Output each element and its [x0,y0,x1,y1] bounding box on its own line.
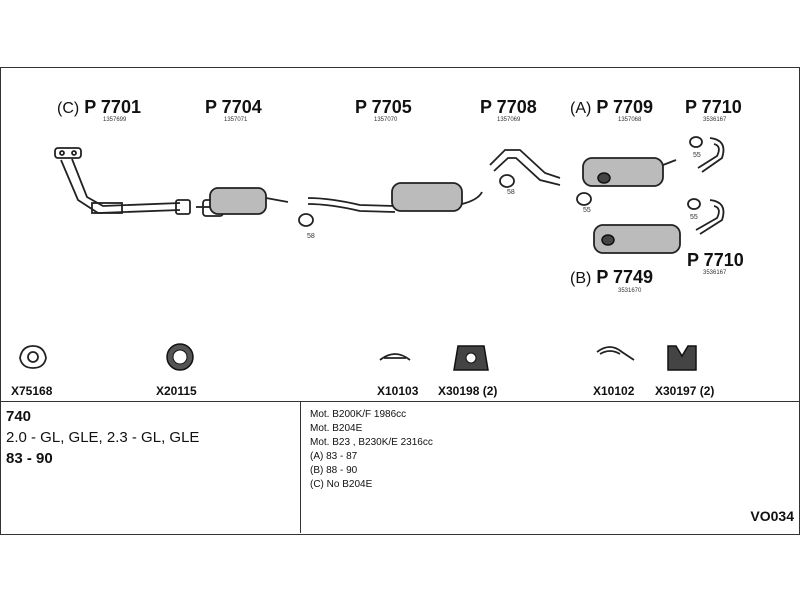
accessory-code: X30197 (2) [655,384,715,398]
accessory-code: X10102 [593,384,635,398]
accessory-code: X10103 [377,384,419,398]
part-ref-p7710-bottom: 3536167 [703,270,727,276]
part-label-p7749: (B) P 7749 [570,267,654,287]
tail-pipe-drawing [489,149,561,188]
sealing-ring-icon [166,343,194,371]
rear-muffler-a-drawing [576,157,677,206]
accessory-code: X75168 [11,384,53,398]
note-line: (B) 88 - 90 [310,465,358,476]
middle-muffler-drawing [298,182,483,227]
note-line: Mot. B23 , B230K/E 2316cc [310,437,433,448]
note-line: Mot. B204E [310,423,363,434]
rear-muffler-b-drawing [593,224,681,254]
clamp-label: 55 [583,207,591,214]
part-ref-p7705: 1357070 [374,117,398,123]
front-pipe-drawing [54,147,191,215]
part-ref-p7708: 1357069 [497,117,521,123]
model-years: 83 - 90 [6,450,53,467]
clamp-label: 58 [507,189,515,196]
part-label-p7708: P 7708 [480,97,537,117]
front-muffler-drawing [196,187,289,217]
part-label-p7705: P 7705 [355,97,412,117]
part-label-p7710-bottom: P 7710 [687,250,744,270]
diagram-code: VO034 [750,508,794,524]
part-ref-p7701: 1357699 [103,117,127,123]
part-label-p7704: P 7704 [205,97,262,117]
accessory-code: X20115 [156,384,197,398]
clamp-label: 55 [690,214,698,221]
model-variants: 2.0 - GL, GLE, 2.3 - GL, GLE [6,429,200,446]
part-ref-p7710-top: 3536167 [703,117,727,123]
note-line: Mot. B200K/F 1986cc [310,409,407,420]
engine-notes: Mot. B200K/F 1986cc Mot. B204E Mot. B23 … [310,408,433,492]
part-label-p7701: (C) P 7701 [57,97,141,117]
clamp-label: 58 [307,233,315,240]
section-divider [0,401,800,402]
clamp-label: 55 [693,152,701,159]
rubber-mount-icon [453,345,489,371]
gasket-icon [19,345,47,369]
part-ref-p7749: 3531670 [618,288,642,294]
model-name: 740 [6,408,32,425]
note-line: (A) 83 - 87 [310,451,358,462]
note-line: (C) No B204E [310,479,373,490]
bracket-clamp-icon [596,346,635,361]
part-ref-p7704: 1357071 [224,117,248,123]
part-label-p7709: (A) P 7709 [570,97,654,117]
tail-piece-drawing [687,136,725,235]
hanger-icon [667,345,697,371]
part-label-p7710-top: P 7710 [685,97,742,117]
model-info: 740 2.0 - GL, GLE, 2.3 - GL, GLE 83 - 90 [6,406,199,469]
part-ref-p7709: 1357068 [618,117,642,123]
accessory-code: X30198 (2) [438,384,498,398]
clamp-icon [379,353,411,361]
column-divider [300,401,301,533]
